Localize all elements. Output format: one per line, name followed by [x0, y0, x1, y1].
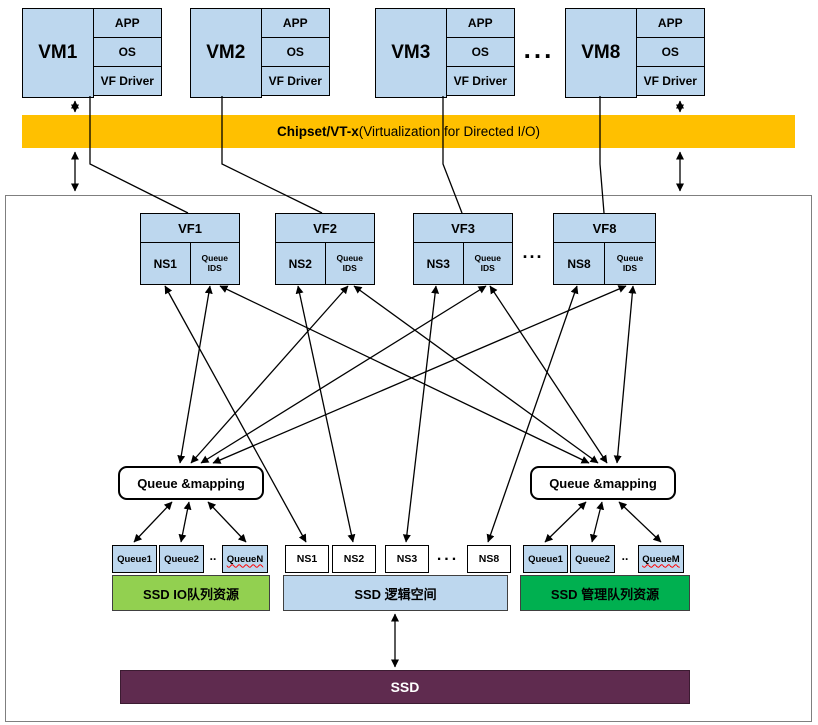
vm8-label: VM8 — [565, 8, 637, 98]
vf2-ns-box: NS2 — [275, 242, 326, 285]
vf-block-3: VF3 NS3 Queue IDS — [413, 213, 513, 285]
ns2-box: NS2 — [332, 545, 376, 573]
chipset-vtx-bar: Chipset/VT-x(Virtualization for Directed… — [22, 115, 795, 148]
ssd-io-queue-pool: SSD IO队列资源 — [112, 575, 270, 611]
io-queueN-label: QueueN — [226, 553, 264, 565]
vf1-label: VF1 — [140, 213, 240, 243]
ellipsis-io-queues: .. — [209, 549, 217, 563]
queue-ids-line1: Queue — [474, 252, 501, 263]
app-box: APP — [92, 8, 162, 38]
chipset-subtitle: (Virtualization for Directed I/O) — [358, 124, 541, 139]
vf-driver-box: VF Driver — [260, 66, 330, 96]
vf2-queue-ids-box: Queue IDS — [324, 242, 375, 285]
queue-ids-line2: IDS — [342, 262, 357, 273]
queue-ids-line2: IDS — [622, 262, 638, 273]
ellipsis-mgmt-queues: .. — [621, 549, 629, 563]
vm2-stack: APP OS VF Driver — [260, 8, 330, 96]
vf8-ns-box: NS8 — [553, 242, 605, 285]
queue-ids-line2: IDS — [207, 262, 222, 273]
queue-ids-line1: Queue — [336, 252, 363, 263]
vm3-stack: APP OS VF Driver — [445, 8, 515, 96]
os-box: OS — [260, 37, 330, 67]
app-box: APP — [445, 8, 515, 38]
queue-ids-line1: Queue — [616, 252, 644, 263]
ellipsis-vms: ... — [523, 34, 555, 64]
queue-ids-line1: Queue — [201, 252, 228, 263]
vf-driver-box: VF Driver — [635, 66, 705, 96]
mgmt-queue1-box: Queue1 — [523, 545, 568, 573]
io-queueN-box: QueueN — [222, 545, 268, 573]
ns3-box: NS3 — [385, 545, 429, 573]
mgmt-queueM-label: QueueM — [642, 553, 680, 565]
vf1-queue-ids-box: Queue IDS — [189, 242, 240, 285]
io-queue2-box: Queue2 — [159, 545, 204, 573]
vm1-stack: APP OS VF Driver — [92, 8, 162, 96]
vm-block-8: VM8 APP OS VF Driver — [565, 8, 705, 98]
queue-ids-line2: IDS — [480, 262, 495, 273]
vf-block-8: VF8 NS8 Queue IDS — [553, 213, 656, 285]
ellipsis-vfs: ... — [522, 242, 544, 262]
vf-driver-box: VF Driver — [92, 66, 162, 96]
vf2-label: VF2 — [275, 213, 375, 243]
vm1-label: VM1 — [22, 8, 94, 98]
sriov-frame — [5, 195, 812, 722]
os-box: OS — [635, 37, 705, 67]
ellipsis-ns: ... — [436, 547, 460, 564]
app-box: APP — [260, 8, 330, 38]
os-box: OS — [445, 37, 515, 67]
io-queue1-box: Queue1 — [112, 545, 157, 573]
vm3-label: VM3 — [375, 8, 447, 98]
os-box: OS — [92, 37, 162, 67]
mgmt-queue2-box: Queue2 — [570, 545, 615, 573]
ssd-mgmt-queue-pool: SSD 管理队列资源 — [520, 575, 690, 611]
vm2-label: VM2 — [190, 8, 262, 98]
vm-block-2: VM2 APP OS VF Driver — [190, 8, 330, 98]
app-box: APP — [635, 8, 705, 38]
ssd-logical-space: SSD 逻辑空间 — [283, 575, 508, 611]
ns8-box: NS8 — [467, 545, 511, 573]
vm-block-3: VM3 APP OS VF Driver — [375, 8, 515, 98]
vm-block-1: VM1 APP OS VF Driver — [22, 8, 162, 98]
vf-block-1: VF1 NS1 Queue IDS — [140, 213, 240, 285]
vf-block-2: VF2 NS2 Queue IDS — [275, 213, 375, 285]
vf3-queue-ids-box: Queue IDS — [462, 242, 513, 285]
vf3-ns-box: NS3 — [413, 242, 464, 285]
vf1-ns-box: NS1 — [140, 242, 191, 285]
vf8-queue-ids-box: Queue IDS — [604, 242, 656, 285]
queue-mapping-left: Queue &mapping — [118, 466, 264, 500]
chipset-title: Chipset/VT-x — [276, 124, 359, 139]
vm8-stack: APP OS VF Driver — [635, 8, 705, 96]
ssd-bar: SSD — [120, 670, 690, 704]
ns1-box: NS1 — [285, 545, 329, 573]
vf3-label: VF3 — [413, 213, 513, 243]
vf8-label: VF8 — [553, 213, 656, 243]
mgmt-queueM-box: QueueM — [638, 545, 684, 573]
vf-driver-box: VF Driver — [445, 66, 515, 96]
queue-mapping-right: Queue &mapping — [530, 466, 676, 500]
